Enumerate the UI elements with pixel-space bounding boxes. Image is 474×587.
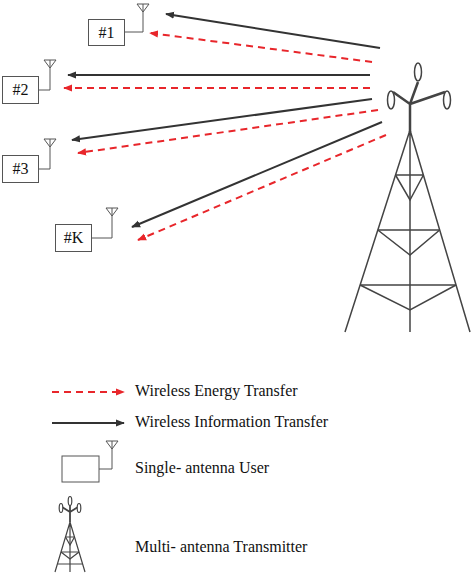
energy-arrows xyxy=(64,33,386,240)
energy-arrow xyxy=(138,135,386,240)
user-sample xyxy=(62,441,118,482)
legend-samples xyxy=(52,392,124,572)
information-arrows xyxy=(68,14,382,227)
legend-text: Wireless Information Transfer xyxy=(135,413,328,430)
information-arrow xyxy=(166,14,380,48)
information-arrow xyxy=(132,122,382,227)
information-sample xyxy=(52,422,124,424)
information-arrow xyxy=(68,74,370,76)
legend-text: Multi- antenna Transmitter xyxy=(135,538,307,555)
antenna-symbol xyxy=(39,60,56,90)
user-box: #3 xyxy=(2,155,39,183)
user-label: #1 xyxy=(99,24,115,42)
energy-arrow xyxy=(78,110,378,153)
user-label: #3 xyxy=(13,160,29,178)
information-arrow xyxy=(72,99,372,140)
antenna-symbol xyxy=(125,4,149,32)
legend-entry: Wireless Energy Transfer xyxy=(135,382,298,400)
user-label: #K xyxy=(64,229,84,247)
energy-arrow xyxy=(150,33,372,62)
legend-text: Single- antenna User xyxy=(135,459,269,476)
energy-arrow xyxy=(64,87,370,89)
user-box: #2 xyxy=(2,76,39,104)
tower-sample xyxy=(55,497,85,573)
user-box: #1 xyxy=(88,19,125,46)
transmitter-tower xyxy=(345,63,470,332)
user-label: #2 xyxy=(13,81,29,99)
legend-entry: Single- antenna User xyxy=(135,459,269,477)
user-antennas xyxy=(39,4,149,238)
user-box: #K xyxy=(55,224,92,252)
antenna-symbol xyxy=(39,139,56,169)
legend-entry: Multi- antenna Transmitter xyxy=(135,538,307,556)
legend-entry: Wireless Information Transfer xyxy=(135,413,328,431)
legend-text: Wireless Energy Transfer xyxy=(135,382,298,399)
energy-sample xyxy=(52,391,124,393)
antenna-symbol xyxy=(92,208,118,238)
